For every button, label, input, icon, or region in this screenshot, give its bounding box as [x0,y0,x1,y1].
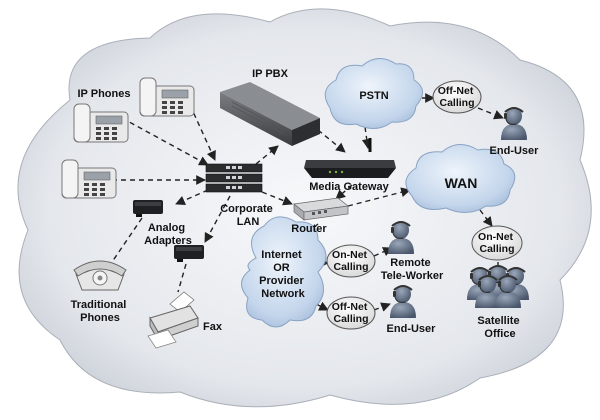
svg-text:On-Net Calling: On-Net Calling [332,249,370,273]
connector-lan-adapter1 [175,189,209,205]
connector-pstn-gateway [361,126,372,149]
connector-router-wan [347,187,411,207]
connector-phone2-lan [189,104,216,161]
end-user-bottom-label: End-User [387,323,437,335]
connector-phone1-lan [121,117,209,166]
traditional-phones-label: Traditional Phones [71,299,130,324]
wireless-router-icon [304,138,396,178]
offnet-calling-top: Off-Net Calling [432,80,482,114]
media-gateway-label: Media Gateway [309,181,389,193]
end-user-top-label: End-User [490,145,540,157]
wan-cloud [405,144,516,213]
analog-adapters-label: Analog Adapters [144,222,192,247]
connector-lan-pbx [255,145,279,165]
pstn-label: PSTN [359,90,388,102]
network-switch-icon [205,163,263,193]
internet-label: Internet OR Provider Network [259,249,307,300]
server-icon [220,82,320,146]
internet-cloud [241,216,327,328]
svg-text:Off-Net Calling: Off-Net Calling [332,301,371,325]
traditional-phone-icon [73,260,127,291]
ip-pbx-label: IP PBX [252,68,289,80]
connector-wan-onnet [479,209,493,227]
svg-text:Off-Net Calling: Off-Net Calling [438,85,477,109]
connector-offnet-enduser [477,107,504,120]
wan-label: WAN [445,175,478,191]
fax-machine-icon [147,291,199,349]
pstn-cloud [324,58,423,129]
connector-gateway-router [335,184,353,200]
onnet-calling-right: On-Net Calling [471,225,523,261]
people-group-icon [466,264,530,309]
offnet-calling-bottom: Off-Net Calling [326,296,376,330]
satellite-office-label: Satellite Office [477,315,522,340]
fax-label: Fax [203,321,223,333]
router-icon [293,197,349,221]
connector-onnet-teleworker [373,247,393,257]
connector-adapter2-fax [177,263,187,293]
svg-text:On-Net Calling: On-Net Calling [478,231,516,255]
ip-phones-label: IP Phones [78,88,131,100]
router-label: Router [291,223,327,235]
connector-pbx-gateway [317,129,346,153]
onnet-calling-mid: On-Net Calling [326,244,376,278]
remote-teleworker-label: Remote Tele-Worker [381,257,444,282]
connector-offnet-enduser2 [373,302,391,312]
corporate-lan-label: Corporate LAN [220,203,276,228]
